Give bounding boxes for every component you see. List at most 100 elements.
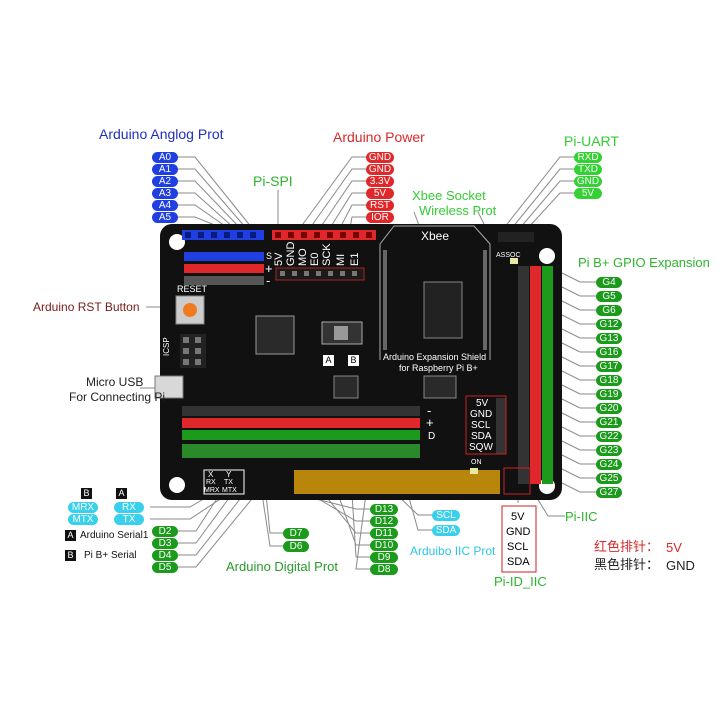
digital-title: Arduino Digital Prot [226, 559, 338, 574]
legend-b-text: Pi B+ Serial [84, 550, 137, 561]
power-pin: 3.3V [366, 176, 394, 187]
power-header [272, 230, 376, 240]
analog-pin: A2 [152, 176, 178, 187]
pi-id-label: GND [506, 526, 531, 538]
analog-3row [184, 252, 264, 285]
digital-pin: D3 [152, 538, 178, 549]
gpio-pin: G4 [596, 277, 622, 288]
serial-b-box: B [83, 488, 90, 498]
shield-name: Arduino Expansion Shield [383, 352, 487, 362]
serial-rx: RX [114, 502, 144, 513]
serial-a-box: A [118, 488, 125, 498]
digital-pin: D8 [370, 564, 398, 575]
minus-label: - [266, 273, 271, 288]
spi-silk: 5V [273, 252, 285, 266]
gpio-pin: G20 [596, 403, 622, 414]
digital-pin: D6 [283, 541, 309, 552]
pi-id-label: 5V [511, 511, 525, 523]
on-label: ON [471, 459, 482, 466]
pi-iic-label: GND [470, 409, 493, 420]
pi-id-label: SCL [507, 541, 529, 553]
power-pin: 5V [366, 188, 394, 199]
power-title: Arduino Power [333, 129, 425, 145]
uart-silk: TX [224, 479, 233, 486]
gpio-pin: G6 [596, 305, 622, 316]
gpio-pin: G27 [596, 487, 622, 498]
xbee-title: Xbee Socket [412, 188, 486, 203]
digital-pin: D11 [370, 528, 398, 539]
iic-pin: SCL [432, 510, 460, 521]
power-pin: RST [366, 200, 394, 211]
iic-title: Arduibo IIC Prot [410, 544, 496, 558]
iic-pin: SDA [432, 525, 460, 536]
gpio-pin: G19 [596, 389, 622, 400]
pi-bottom-header [294, 470, 500, 494]
uart-silk: RX [206, 479, 216, 486]
legend-a-box: A [67, 530, 74, 540]
digital-headers [182, 406, 420, 458]
xbee-title-2: Wireless Prot [419, 203, 497, 218]
gpio-header [518, 266, 553, 484]
assoc-label: ASSOC [496, 252, 521, 259]
gpio-title: Pi B+ GPIO Expansion [578, 255, 710, 270]
legend-a-text: Arduino Serial1 [80, 530, 149, 541]
gpio-pin: G21 [596, 417, 622, 428]
power-pin: GND [366, 152, 394, 163]
gpio-pin: G5 [596, 291, 622, 302]
gpio-pin: G24 [596, 459, 622, 470]
gpio-pin: G23 [596, 445, 622, 456]
gpio-pin: G25 [596, 473, 622, 484]
icsp-label: ICSP [162, 337, 171, 356]
analog-pin: A4 [152, 200, 178, 211]
uart-pin: GND [574, 176, 602, 187]
pi-iic-label: SDA [471, 431, 492, 442]
pi-id-box [501, 505, 537, 573]
analog-pin: A3 [152, 188, 178, 199]
pi-iic-label: 5V [476, 398, 489, 409]
pi-iic-label: SQW [469, 442, 493, 453]
xbee-socket [379, 225, 491, 360]
digital-pin: D4 [152, 550, 178, 561]
shield-sub: for Raspberry Pi B+ [399, 363, 478, 373]
mcu-chip [255, 315, 295, 355]
pi-id-iic-title: Pi-ID_IIC [494, 574, 547, 589]
usb-title-1: Micro USB [86, 375, 144, 389]
reset-label: RESET [177, 284, 208, 294]
analog-title: Arduino Anglog Prot [99, 126, 224, 142]
usb-title-2: For Connecting Pi [69, 390, 166, 404]
legend-black-value: GND [666, 558, 695, 573]
gpio-pin: G12 [596, 319, 622, 330]
serial-tx: TX [114, 514, 144, 525]
gpio-pin: G13 [596, 333, 622, 344]
digital-pin: D12 [370, 516, 398, 527]
pi-uart-title: Pi-UART [564, 133, 619, 149]
d-label: D [428, 431, 436, 442]
legend-black-label: 黑色排针： [594, 558, 660, 573]
ab-a: A [323, 355, 334, 366]
digital-pin: D5 [152, 562, 178, 573]
analog-pin: A0 [152, 152, 178, 163]
analog-header [182, 230, 264, 240]
minus-label-d: - [427, 403, 432, 418]
uart-silk: MTX [222, 487, 237, 494]
spi-silk: MO [297, 248, 309, 266]
analog-pin: A5 [152, 212, 178, 223]
power-pin: GND [366, 164, 394, 175]
legend-red-label: 红色排针： [594, 540, 660, 555]
digital-pin: D9 [370, 552, 398, 563]
uart-pin: RXD [574, 152, 602, 163]
spi-silk: E1 [349, 252, 361, 266]
uart-pin: 5V [574, 188, 602, 199]
gpio-pin: G18 [596, 375, 622, 386]
pi-iic-label: SCL [471, 420, 491, 431]
serial-mtx: MTX [68, 514, 98, 525]
legend-red-value: 5V [666, 540, 682, 555]
gpio-pin: G17 [596, 361, 622, 372]
uart-pin: TXD [574, 164, 602, 175]
plus-label-d: + [426, 415, 434, 430]
micro-usb [154, 375, 184, 399]
uart-silk: X [208, 470, 214, 479]
pi-iic-title: Pi-IIC [565, 509, 598, 524]
